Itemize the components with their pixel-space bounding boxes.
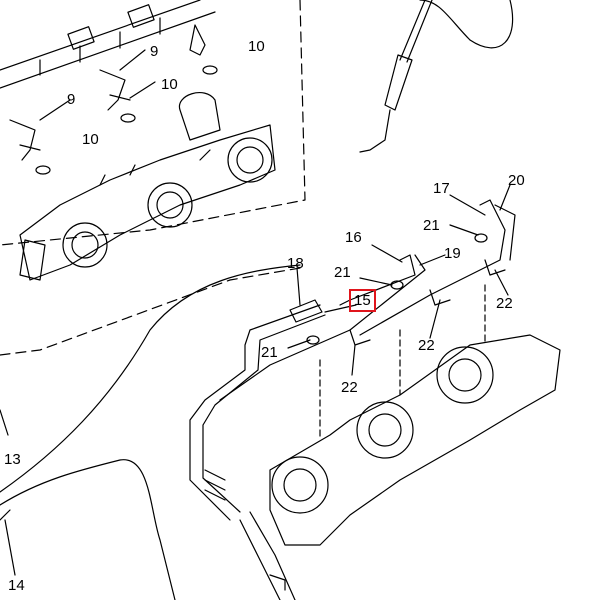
part-label-16: 16 bbox=[345, 229, 362, 246]
part-label-9: 9 bbox=[67, 91, 76, 108]
throttle-body-assembly bbox=[19, 91, 276, 281]
part-label-9: 9 bbox=[150, 43, 159, 60]
part-label-20: 20 bbox=[508, 172, 525, 189]
part-label-21: 21 bbox=[261, 344, 278, 361]
part-label-19: 19 bbox=[444, 245, 461, 262]
cylinder-head bbox=[269, 284, 561, 546]
part-label-22: 22 bbox=[496, 295, 513, 312]
part-label-10: 10 bbox=[82, 131, 99, 148]
part-label-13: 13 bbox=[4, 451, 21, 468]
leader-lines bbox=[0, 49, 511, 576]
part-label-14: 14 bbox=[8, 577, 25, 594]
part-label-18: 18 bbox=[287, 255, 304, 272]
part-label-10: 10 bbox=[248, 38, 265, 55]
part-label-21: 21 bbox=[334, 264, 351, 281]
part-label-22: 22 bbox=[341, 379, 358, 396]
fuel-hoses bbox=[189, 199, 516, 600]
throttle-cable bbox=[0, 264, 301, 600]
section-boundary-lower bbox=[0, 267, 301, 356]
part-label-15-highlighted[interactable]: 15 bbox=[349, 289, 376, 312]
hose-clamps bbox=[306, 233, 506, 346]
fuel-injectors bbox=[9, 24, 218, 175]
part-label-22: 22 bbox=[418, 337, 435, 354]
fuel-rail bbox=[0, 0, 216, 89]
part-label-21: 21 bbox=[423, 217, 440, 234]
cable-adjuster bbox=[359, 0, 514, 153]
part-label-10: 10 bbox=[161, 76, 178, 93]
part-label-17: 17 bbox=[433, 180, 450, 197]
section-boundary bbox=[0, 0, 306, 246]
